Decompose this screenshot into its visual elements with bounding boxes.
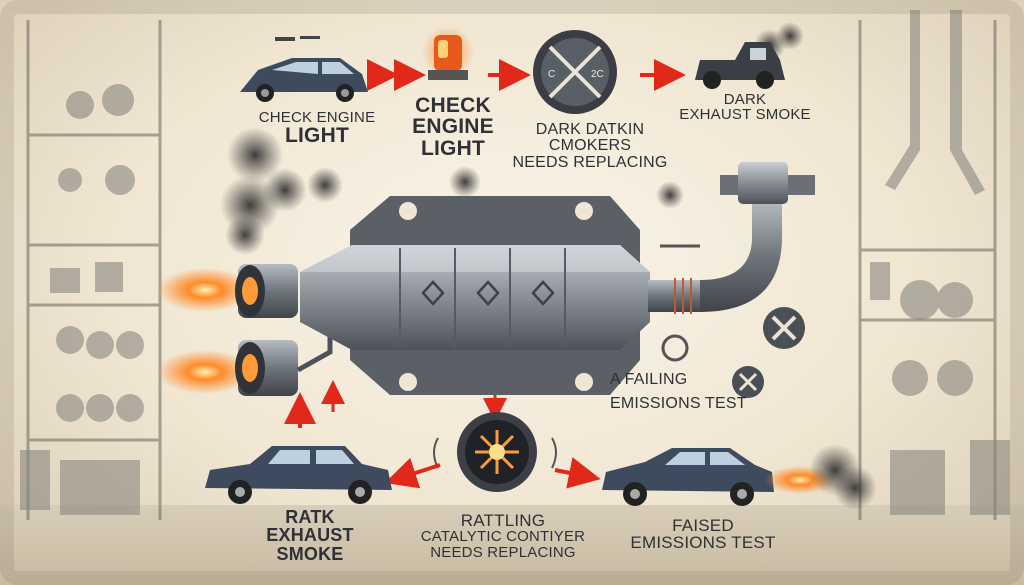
car-bottom-left — [205, 446, 392, 504]
label-step4-line2: EXHAUST SMOKE — [679, 106, 811, 124]
label-bottom-left-line3: SMOKE — [276, 543, 344, 564]
label-bottom-center-line3: NEEDS REPLACING — [430, 543, 576, 561]
gauge-right-text: 2C — [591, 69, 604, 80]
car-bottom-right — [602, 444, 877, 510]
warning-light-icon — [422, 26, 474, 80]
truck-top-right — [695, 22, 804, 89]
label-rattling-catalytic-converter: RATTLING CATALYTIC CONTIYER NEEDS REPLAC… — [408, 512, 598, 560]
label-bottom-right-line1: FAISED — [672, 516, 734, 535]
arrow-bottom-left — [384, 457, 441, 489]
label-step2-line1: CHECK — [415, 94, 491, 117]
rattling-converter-icon — [433, 412, 557, 492]
smoke-cloud-left — [220, 127, 684, 255]
label-dark-smoke-needs-replacing: DARK DATKIN CMOKERS NEEDS REPLACING — [510, 121, 670, 171]
label-step3-line2: CMOKERS — [548, 137, 632, 155]
label-bottom-left-line1: RATK — [285, 507, 335, 527]
label-mid-line1: A FAILING — [610, 371, 688, 388]
shelf-left — [26, 20, 162, 520]
label-dark-exhaust-smoke-top: DARK EXHAUST SMOKE — [660, 92, 830, 123]
label-mid-line2: EMISSIONS TEST — [610, 395, 747, 413]
label-bottom-left-line2: EXHAUST — [266, 525, 354, 546]
label-bottom-center-line2: CATALYTIC CONTIYER — [420, 528, 586, 546]
label-step3-line3: NEEDS REPLACING — [512, 153, 668, 171]
label-bottom-right-line2: EMISSIONS TEST — [630, 533, 776, 553]
small-x-icon — [732, 366, 764, 398]
parts-right — [870, 10, 1010, 515]
parts-left — [20, 84, 144, 515]
label-rough-exhaust-smoke: RATK EXHAUST SMOKE — [250, 508, 370, 563]
catalytic-converter — [157, 162, 815, 396]
label-step2-line2: ENGINE — [412, 115, 494, 139]
gauge-icon: C 2C — [533, 30, 617, 114]
label-step2-line3: LIGHT — [421, 136, 485, 160]
drone-icon — [275, 36, 320, 41]
shelf-right — [858, 20, 997, 520]
label-step3-line1: DARK DATKIN — [535, 121, 645, 138]
label-step1-line1: CHECK ENGINE — [258, 109, 376, 126]
label-check-engine-light-1: CHECK ENGINE LIGHT — [252, 110, 382, 147]
label-failed-emissions-test: FAISED EMISSIONS TEST — [598, 517, 808, 552]
arrow-bottom-right — [554, 457, 601, 489]
label-check-engine-light-2: CHECK ENGINE LIGHT — [398, 94, 508, 160]
label-step1-line2: LIGHT — [285, 124, 349, 148]
label-failing-emissions-test: A FAILING EMISSIONS TEST — [610, 371, 770, 413]
car-top-left — [240, 58, 368, 102]
label-step4-line1: DARK — [723, 91, 767, 108]
label-bottom-center-line1: RATTLING — [460, 511, 546, 530]
floor — [0, 505, 1024, 585]
gauge-left-text: C — [548, 69, 555, 80]
failed-test-x-icon — [763, 307, 805, 349]
